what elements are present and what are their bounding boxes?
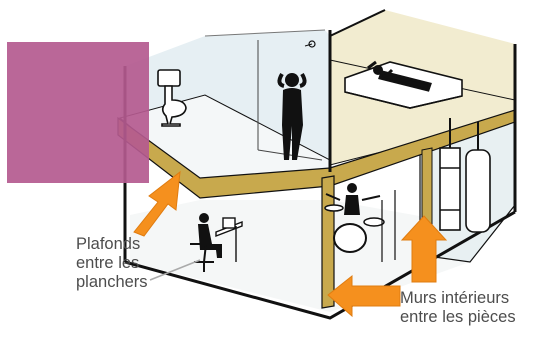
ceiling-leader-line	[149, 259, 201, 281]
ceilings-caption-line-3: planchers	[76, 273, 148, 291]
outer-wall-base	[124, 210, 516, 320]
showering-person-icon	[277, 72, 307, 160]
person-at-desk-icon	[190, 213, 243, 272]
ceilings-caption-line-2: entre les	[76, 254, 140, 272]
shower-glass-bottom	[257, 149, 323, 161]
water-heater-icon	[439, 118, 491, 233]
toilet-icon	[157, 69, 187, 127]
back-ceiling-edge	[204, 29, 326, 37]
highlight-box	[7, 42, 149, 183]
ceilings-caption: Plafonds entre les planchers	[76, 235, 148, 292]
wall-arrow-left	[327, 274, 401, 318]
walls-caption-line-2: entre les pièces	[400, 308, 516, 326]
lower-floor	[130, 200, 470, 312]
roof-line	[329, 9, 386, 37]
showerhead-icon	[304, 40, 316, 48]
ceilings-caption-line-1: Plafonds	[76, 235, 141, 253]
sleeping-person-icon	[344, 60, 463, 109]
drummer-icon	[324, 183, 396, 262]
walls-caption: Murs intérieurs entre les pièces	[400, 289, 516, 327]
wall-arrow-up	[400, 215, 448, 283]
walls-caption-line-1: Murs intérieurs	[400, 289, 510, 307]
ceiling-arrow	[133, 170, 181, 237]
upper-right-room-wall	[330, 10, 515, 100]
